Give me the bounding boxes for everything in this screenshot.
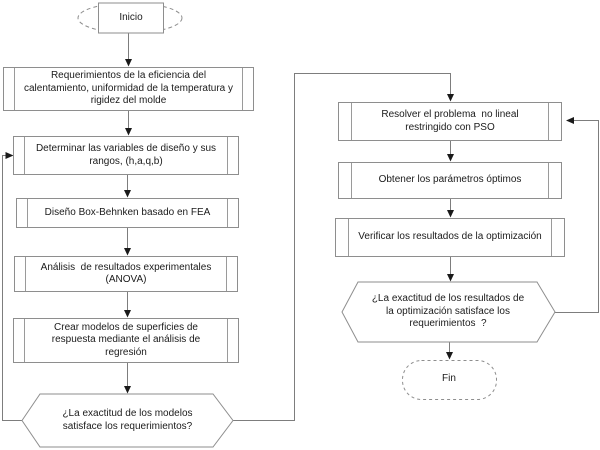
- decision-hexagon-optimizacion: [341, 281, 556, 343]
- terminator-rect: [98, 2, 164, 34]
- terminator-inicio-shape: [77, 2, 183, 34]
- arrowhead-down-icon: [447, 154, 454, 162]
- node-label: Determinar las variables de diseño y sus…: [35, 143, 217, 167]
- process-side-bar: [551, 219, 552, 256]
- node-label: Crear modelos de superficies de respuest…: [51, 321, 201, 358]
- process-side-bar: [351, 163, 352, 198]
- node-superficies: Crear modelos de superficies de respuest…: [13, 318, 239, 363]
- node-label: Diseño Box-Behnken basado en FEA: [44, 206, 211, 218]
- node-verificar: Verificar los resultados de la optimizac…: [335, 218, 565, 257]
- arrowhead-down-icon: [125, 59, 132, 67]
- arrowhead-left-icon: [566, 117, 574, 124]
- node-box-behnken: Diseño Box-Behnken basado en FEA: [16, 198, 239, 228]
- process-side-bar: [348, 219, 349, 256]
- arrowheads: [5, 59, 574, 394]
- decision-hexagon-modelos: [21, 393, 234, 448]
- arrowhead-down-icon: [447, 274, 454, 282]
- node-fin: Fin: [442, 373, 456, 385]
- arrowhead-down-icon: [447, 94, 454, 102]
- node-label: Obtener los parámetros óptimos: [378, 174, 522, 186]
- node-anova: Análisis de resultados experimentales (A…: [14, 256, 238, 292]
- node-label: Análisis de resultados experimentales (A…: [40, 261, 212, 286]
- arrowhead-down-icon: [124, 248, 131, 256]
- process-side-bar: [14, 68, 15, 110]
- arrowhead-down-icon: [447, 210, 454, 218]
- node-decision-modelos: ¿La exactitud de los modelos satisface l…: [62, 408, 193, 432]
- process-side-bar: [351, 103, 352, 140]
- node-decision-optimizacion: ¿La exactitud de los resultados de la op…: [371, 293, 525, 330]
- arrowhead-right-icon: [5, 152, 14, 159]
- connectors: [2, 33, 599, 421]
- node-label: Verificar los resultados de la optimizac…: [358, 231, 542, 243]
- edge-decision-to-pso: [233, 73, 451, 421]
- edge-decision2-loop-pso: [555, 120, 599, 313]
- arrowhead-down-icon: [124, 190, 131, 198]
- process-side-bar: [227, 199, 228, 227]
- arrowhead-down-icon: [124, 310, 131, 318]
- node-label: Requerimientos de la eficiencia del cale…: [23, 70, 233, 107]
- node-parametros: Obtener los parámetros óptimos: [338, 162, 562, 199]
- arrowhead-down-icon: [446, 352, 453, 360]
- process-side-bar: [24, 319, 25, 362]
- process-side-bar: [27, 199, 28, 227]
- node-requerimientos: Requerimientos de la eficiencia del cale…: [3, 67, 254, 111]
- process-side-bar: [227, 137, 228, 174]
- process-side-bar: [548, 163, 549, 198]
- node-label: Resolver el problema no lineal restringi…: [381, 109, 519, 133]
- process-side-bar: [548, 103, 549, 140]
- process-side-bar: [242, 68, 243, 110]
- process-side-bar: [25, 257, 26, 291]
- node-pso: Resolver el problema no lineal restringi…: [338, 102, 562, 141]
- process-side-bar: [226, 257, 227, 291]
- edge-decision-loop-variables: [2, 155, 22, 421]
- terminator-fin-shape: [402, 360, 497, 400]
- arrowhead-down-icon: [125, 128, 132, 136]
- node-inicio: Inicio: [119, 11, 143, 23]
- arrowhead-down-icon: [124, 386, 131, 394]
- process-side-bar: [227, 319, 228, 362]
- process-side-bar: [24, 137, 25, 174]
- node-variables: Determinar las variables de diseño y sus…: [13, 136, 239, 175]
